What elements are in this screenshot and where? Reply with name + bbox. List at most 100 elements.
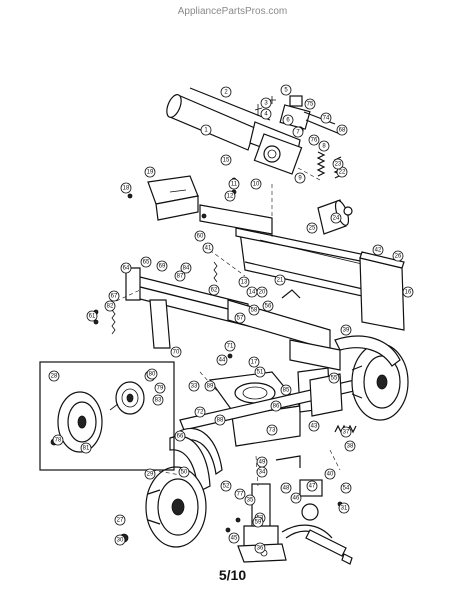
- callout-48: 48: [280, 482, 292, 494]
- callout-number: 70: [173, 350, 180, 356]
- callout-number: 27: [117, 518, 124, 524]
- callout-5: 5: [280, 84, 292, 96]
- callout-8: 8: [318, 140, 330, 152]
- callout-69: 69: [156, 260, 168, 272]
- callout-74: 74: [320, 112, 332, 124]
- callout-2: 2: [220, 86, 232, 98]
- callout-number: 86: [273, 404, 280, 410]
- callout-number: 46: [293, 496, 300, 502]
- left-wheel: [145, 466, 207, 548]
- callout-number: 59: [255, 520, 262, 526]
- callout-6: 6: [282, 114, 294, 126]
- handle-pin: [275, 289, 301, 468]
- callout-46: 46: [290, 492, 302, 504]
- callout-26: 26: [392, 250, 404, 262]
- callout-number: 2: [224, 90, 228, 96]
- callout-28: 28: [48, 370, 60, 382]
- callout-38: 38: [344, 440, 356, 452]
- callout-number: 61: [89, 314, 96, 320]
- callout-number: 22: [339, 170, 346, 176]
- callout-70: 70: [170, 346, 182, 358]
- callout-number: 77: [237, 492, 244, 498]
- callout-number: 30: [117, 538, 124, 544]
- callout-57: 57: [234, 312, 246, 324]
- callout-number: 67: [111, 294, 118, 300]
- callout-55: 55: [328, 372, 340, 384]
- callout-54: 54: [340, 482, 352, 494]
- callout-19: 19: [144, 166, 156, 178]
- callout-87: 87: [174, 270, 186, 282]
- callout-64: 64: [120, 262, 132, 274]
- callout-42: 42: [372, 244, 384, 256]
- callout-22: 22: [336, 166, 348, 178]
- callout-56: 56: [262, 300, 274, 312]
- callout-number: 76: [311, 138, 318, 144]
- callout-27: 27: [114, 514, 126, 526]
- right-wheel: [351, 343, 409, 421]
- callout-16: 16: [402, 286, 414, 298]
- callout-number: 74: [323, 116, 330, 122]
- callout-number: 5: [284, 88, 288, 94]
- callout-77: 77: [234, 488, 246, 500]
- callout-number: 16: [405, 290, 412, 296]
- callout-41: 41: [202, 242, 214, 254]
- callout-81: 81: [80, 442, 92, 454]
- callout-number: 6: [286, 118, 290, 124]
- callout-number: 51: [257, 370, 264, 376]
- callout-1: 1: [200, 124, 212, 136]
- callout-number: 19: [147, 170, 154, 176]
- callout-number: 49: [259, 460, 266, 466]
- callout-number: 48: [283, 486, 290, 492]
- callout-33: 33: [188, 380, 200, 392]
- callout-number: 42: [375, 248, 382, 254]
- callout-number: 13: [241, 280, 248, 286]
- callout-number: 24: [333, 216, 340, 222]
- callout-number: 65: [143, 260, 150, 266]
- callout-40: 40: [324, 468, 336, 480]
- right-fender: [334, 335, 401, 367]
- wheel-detail-inset: [39, 361, 175, 471]
- callout-45: 45: [228, 532, 240, 544]
- callout-73: 73: [266, 424, 278, 436]
- callout-number: 29: [147, 472, 154, 478]
- callout-number: 73: [269, 428, 276, 434]
- callout-36: 36: [254, 542, 266, 554]
- callout-84: 84: [180, 262, 192, 274]
- callout-number: 50: [181, 470, 188, 476]
- callout-number: 39: [343, 328, 350, 334]
- callout-13: 13: [238, 276, 250, 288]
- callout-24: 24: [330, 212, 342, 224]
- callout-number: 81: [83, 446, 90, 452]
- callout-17: 17: [248, 356, 260, 368]
- callout-number: 52: [223, 484, 230, 490]
- callout-number: 66: [177, 434, 184, 440]
- callout-34: 34: [256, 466, 268, 478]
- callout-number: 78: [55, 438, 62, 444]
- main-beam: [199, 204, 405, 331]
- callout-3: 3: [260, 97, 272, 109]
- callout-number: 69: [159, 264, 166, 270]
- callout-number: 38: [347, 444, 354, 450]
- callout-75: 75: [304, 98, 316, 110]
- callout-number: 20: [259, 290, 266, 296]
- page-number: 5/10: [218, 567, 247, 583]
- callout-4: 4: [260, 108, 272, 120]
- callout-number: 45: [231, 536, 238, 542]
- callout-61: 61: [86, 310, 98, 322]
- callout-number: 26: [395, 254, 402, 260]
- callout-39: 39: [340, 324, 352, 336]
- callout-number: 40: [327, 472, 334, 478]
- callout-68: 68: [336, 124, 348, 136]
- callout-number: 47: [309, 484, 316, 490]
- callout-67: 67: [108, 290, 120, 302]
- callout-52: 52: [220, 480, 232, 492]
- callout-65: 65: [140, 256, 152, 268]
- callout-number: 68: [339, 128, 346, 134]
- callout-number: 17: [251, 360, 258, 366]
- callout-51: 51: [254, 366, 266, 378]
- callout-number: 4: [264, 112, 268, 118]
- callout-31: 31: [338, 502, 350, 514]
- callout-11: 11: [228, 178, 240, 190]
- callout-number: 62: [211, 288, 218, 294]
- callout-29: 29: [144, 468, 156, 480]
